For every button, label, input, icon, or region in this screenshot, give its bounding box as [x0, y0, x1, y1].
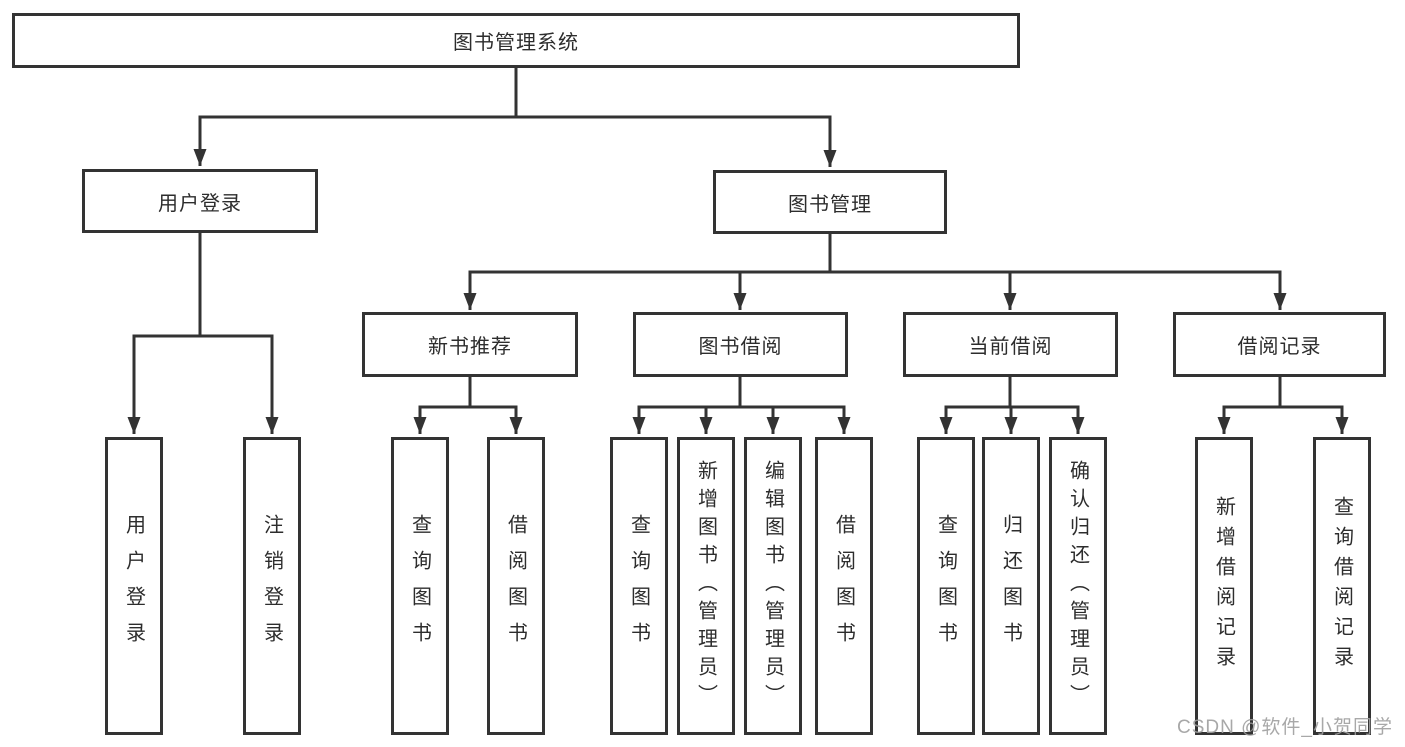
- leaf-query-borrow-record-label: 查询借阅记录: [1330, 496, 1353, 676]
- leaf-user-login-label: 用户登录: [122, 514, 145, 658]
- leaf-return-books: 归还图书: [982, 437, 1040, 735]
- node-root: 图书管理系统: [12, 13, 1020, 68]
- leaf-borrow-books-2-label: 借阅图书: [832, 514, 855, 658]
- leaf-query-books-3: 查询图书: [917, 437, 975, 735]
- leaf-borrow-books-2: 借阅图书: [815, 437, 873, 735]
- leaf-logout-label: 注销登录: [260, 514, 283, 658]
- node-user-login-label: 用户登录: [158, 192, 242, 215]
- leaf-add-borrow-record: 新增借阅记录: [1195, 437, 1253, 735]
- leaf-add-books-admin-label: 新增图书（管理员）: [694, 460, 717, 712]
- leaf-confirm-return-admin-label: 确认归还（管理员）: [1066, 460, 1089, 712]
- leaf-borrow-books-1: 借阅图书: [487, 437, 545, 735]
- node-borrow-records: 借阅记录: [1173, 312, 1386, 377]
- node-book-management: 图书管理: [713, 170, 947, 234]
- node-book-borrowing-label: 图书借阅: [698, 336, 783, 358]
- leaf-query-books-1-label: 查询图书: [408, 514, 431, 658]
- node-borrow-records-label: 借阅记录: [1237, 336, 1322, 358]
- leaf-logout: 注销登录: [243, 437, 301, 735]
- leaf-query-books-2: 查询图书: [610, 437, 668, 735]
- leaf-return-books-label: 归还图书: [999, 514, 1022, 658]
- node-current-borrowing-label: 当前借阅: [968, 336, 1053, 358]
- leaf-borrow-books-1-label: 借阅图书: [504, 514, 527, 658]
- leaf-query-borrow-record: 查询借阅记录: [1313, 437, 1371, 735]
- leaf-edit-books-admin-label: 编辑图书（管理员）: [761, 460, 784, 712]
- node-new-book-recommend-label: 新书推荐: [428, 336, 512, 358]
- leaf-query-books-1: 查询图书: [391, 437, 449, 735]
- leaf-user-login: 用户登录: [105, 437, 163, 735]
- leaf-query-books-2-label: 查询图书: [627, 514, 650, 658]
- node-new-book-recommend: 新书推荐: [362, 312, 578, 377]
- node-root-label: 图书管理系统: [453, 32, 579, 54]
- leaf-edit-books-admin: 编辑图书（管理员）: [744, 437, 802, 735]
- leaf-add-borrow-record-label: 新增借阅记录: [1212, 496, 1235, 676]
- node-user-login: 用户登录: [82, 169, 318, 233]
- leaf-add-books-admin: 新增图书（管理员）: [677, 437, 735, 735]
- node-book-borrowing: 图书借阅: [633, 312, 848, 377]
- csdn-watermark: CSDN @软件_小贺同学: [1177, 717, 1393, 738]
- node-current-borrowing: 当前借阅: [903, 312, 1118, 377]
- node-book-management-label: 图书管理: [788, 193, 872, 216]
- leaf-query-books-3-label: 查询图书: [934, 514, 957, 658]
- leaf-confirm-return-admin: 确认归还（管理员）: [1049, 437, 1107, 735]
